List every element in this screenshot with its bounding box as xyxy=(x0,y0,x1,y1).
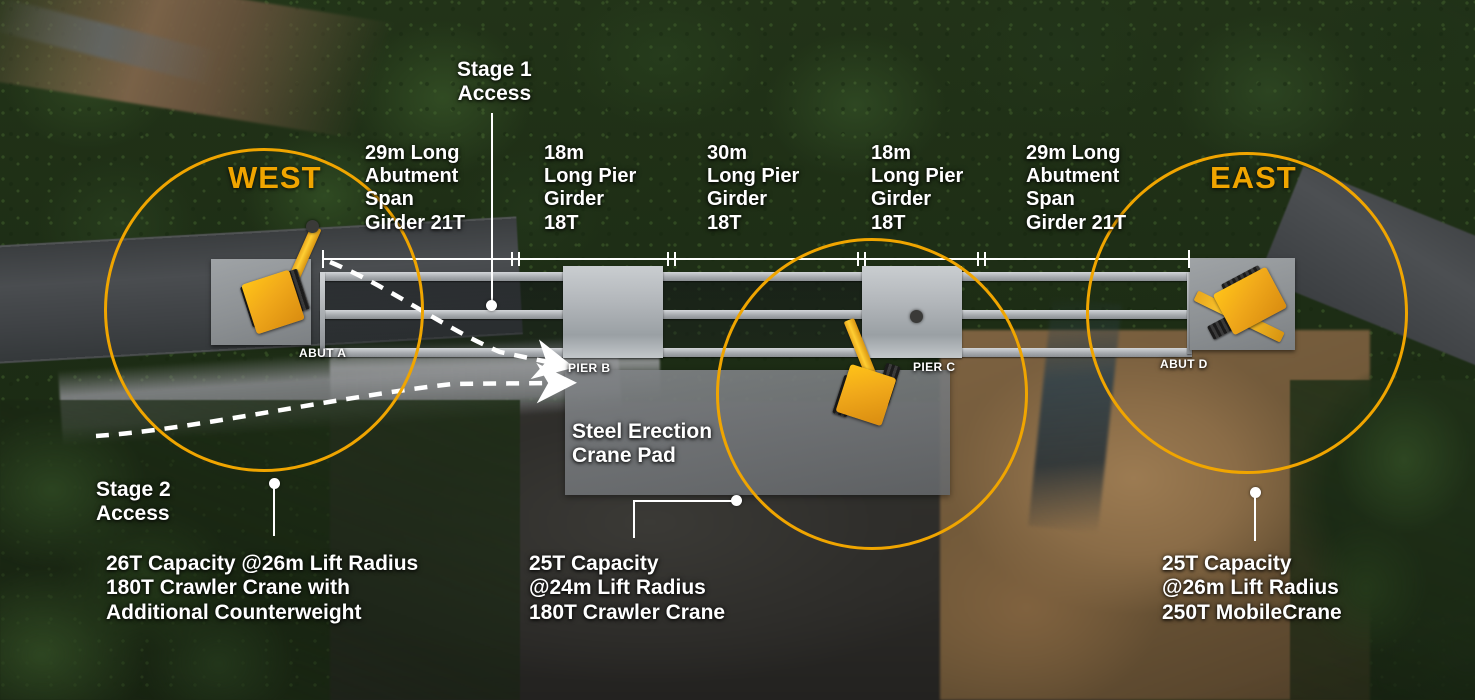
centre-crane-callout: 25T Capacity @24m Lift Radius 180T Crawl… xyxy=(529,552,726,624)
zone-label-east: EAST xyxy=(1210,160,1297,195)
girder-line-1 xyxy=(320,272,1192,281)
pier-b-headstock xyxy=(563,266,663,358)
east-lift-radius-circle xyxy=(1086,152,1408,474)
dimension-baseline xyxy=(322,258,1190,260)
west-callout-dot xyxy=(269,478,280,489)
centre-lift-radius-circle xyxy=(716,238,1028,550)
east-mobile-crane xyxy=(1178,258,1318,368)
stage1-leader-dot xyxy=(486,300,497,311)
structure-label-pier-c: PIER C xyxy=(913,360,956,374)
structure-label-abut-a: ABUT A xyxy=(299,346,347,360)
west-lift-radius-circle xyxy=(104,148,424,472)
dimension-tick-a-b-2 xyxy=(518,252,520,266)
centre-crawler-crane xyxy=(830,310,940,432)
span-label-pier-c: 18m Long Pier Girder 18T xyxy=(871,142,964,234)
east-crane-callout: 25T Capacity @26m Lift Radius 250T Mobil… xyxy=(1162,552,1342,624)
span-label-west-abutment: 29m Long Abutment Span Girder 21T xyxy=(365,142,466,234)
span-label-centre: 30m Long Pier Girder 18T xyxy=(707,142,800,234)
span-label-east-abutment: 29m Long Abutment Span Girder 21T xyxy=(1026,142,1127,234)
dimension-tick-b-c-2 xyxy=(674,252,676,266)
dimension-tick-d-e-2 xyxy=(984,252,986,266)
west-crawler-crane xyxy=(230,220,350,342)
east-callout-leader xyxy=(1254,493,1256,541)
west-crane-boom-tip xyxy=(306,220,319,233)
dimension-tick-d-e-1 xyxy=(977,252,979,266)
dimension-tick-a-b-1 xyxy=(511,252,513,266)
west-crane-callout: 26T Capacity @26m Lift Radius 180T Crawl… xyxy=(106,552,419,624)
span-label-pier-b: 18m Long Pier Girder 18T xyxy=(544,142,637,234)
centre-callout-leader-v xyxy=(633,500,635,538)
stage2-access-label: Stage 2 Access xyxy=(96,478,171,526)
stage1-access-label: Stage 1 Access xyxy=(457,58,532,106)
centre-crane-boom-tip xyxy=(910,310,923,323)
centre-callout-leader-h xyxy=(633,500,733,502)
west-callout-leader xyxy=(273,484,275,536)
centre-callout-dot xyxy=(731,495,742,506)
zone-label-west: WEST xyxy=(228,160,322,195)
dimension-tick-b-c-1 xyxy=(667,252,669,266)
east-callout-dot xyxy=(1250,487,1261,498)
structure-label-pier-b: PIER B xyxy=(568,361,611,375)
stage1-leader-line xyxy=(491,113,493,305)
crane-pad-label: Steel Erection Crane Pad xyxy=(572,420,713,468)
structure-label-abut-d: ABUT D xyxy=(1160,357,1208,371)
